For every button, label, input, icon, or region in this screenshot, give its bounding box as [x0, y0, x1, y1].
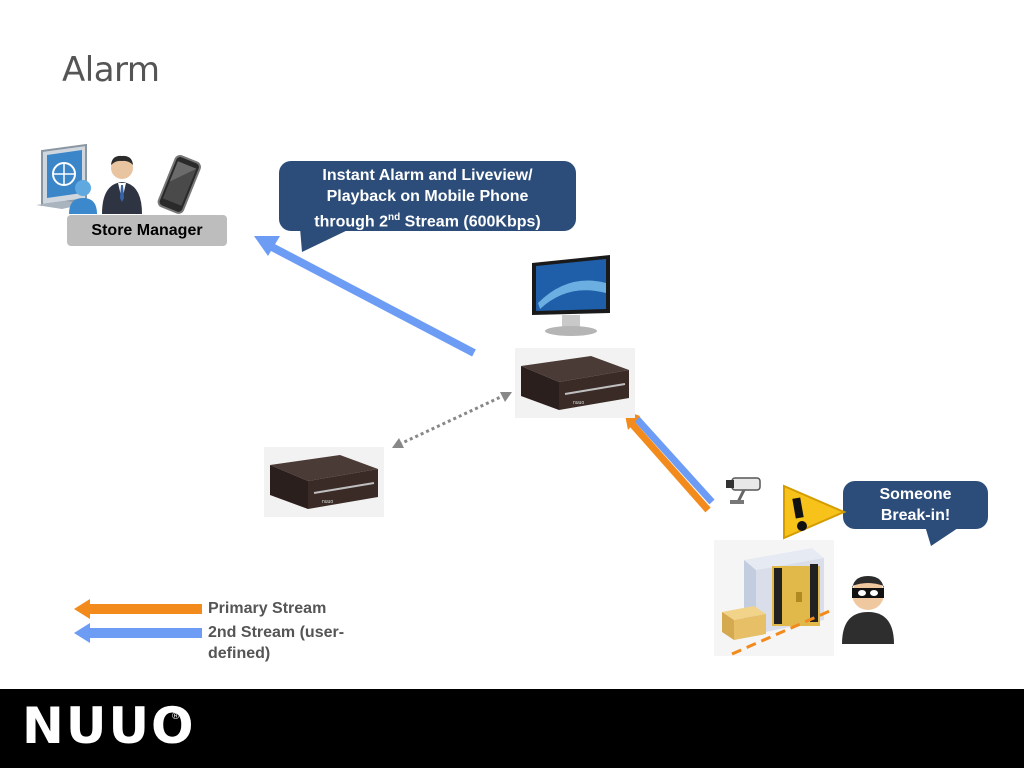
smartphone-icon	[157, 155, 201, 214]
callout-line: Someone	[879, 486, 952, 503]
slide-title: Alarm	[62, 50, 160, 90]
legend-primary-label: Primary Stream	[208, 600, 327, 617]
callout-text: Stream (600Kbps)	[400, 213, 541, 231]
arrow-head	[392, 438, 404, 448]
mobile-alarm-callout: Instant Alarm and Liveview/ Playback on …	[279, 161, 576, 231]
store-manager-label: Store Manager	[67, 215, 227, 246]
callout-superscript: nd	[388, 212, 401, 223]
nvr-icon: nuuo	[264, 447, 384, 517]
warning-icon	[783, 484, 847, 540]
legend-secondary-label: 2nd Stream (user- defined)	[208, 622, 344, 664]
callout-tail	[925, 526, 961, 546]
arrow-head	[254, 236, 280, 256]
businessman-icon	[102, 155, 142, 214]
footer-bar: NUUO ®	[0, 689, 1024, 768]
arrow-head	[500, 392, 512, 402]
svg-text:nuuo: nuuo	[322, 499, 333, 505]
breakin-callout: Someone Break-in!	[843, 481, 988, 529]
registered-mark: ®	[172, 711, 180, 722]
secondary-stream-arrow	[268, 242, 476, 357]
user-icon	[69, 180, 97, 214]
legend-secondary-line: defined)	[208, 645, 271, 662]
stream-arrows	[254, 236, 715, 513]
nuuo-logo: NUUO	[22, 697, 196, 755]
vault-icon	[714, 540, 834, 656]
callout-line: Playback on Mobile Phone	[326, 188, 529, 205]
callout-text: through 2	[314, 213, 389, 231]
nvr-icon: nuuo	[515, 348, 635, 418]
legend-primary-arrow	[74, 599, 202, 619]
legend-secondary-line: 2nd Stream (user-	[208, 624, 345, 641]
dotted-link	[399, 393, 506, 446]
secondary-stream-arrow	[633, 415, 715, 505]
callout-line: Break-in!	[880, 507, 951, 524]
monitor-icon	[532, 255, 610, 336]
burglar-icon	[842, 576, 894, 644]
callout-line: Instant Alarm and Liveview/	[322, 167, 533, 184]
legend-secondary-arrow	[74, 623, 202, 643]
callout-line: through 2nd Stream (600Kbps)	[287, 207, 568, 232]
svg-text:nuuo: nuuo	[573, 400, 584, 406]
primary-stream-arrow	[629, 421, 711, 513]
camera-icon	[726, 477, 761, 504]
callout-tail	[300, 228, 352, 252]
